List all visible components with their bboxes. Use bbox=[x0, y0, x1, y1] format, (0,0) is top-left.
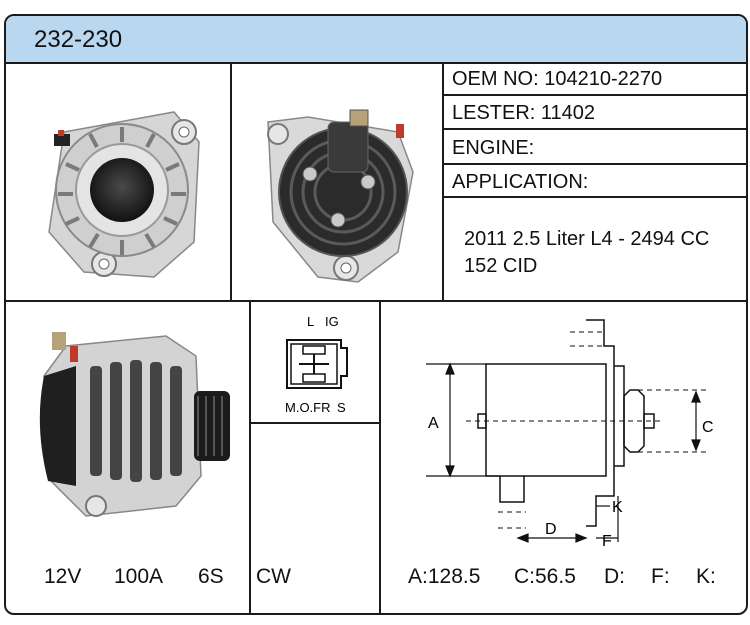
dimension-f-value: F: bbox=[651, 565, 670, 588]
spec-divider-4 bbox=[442, 196, 746, 198]
connector-diagram: L IG M.O.FR S bbox=[285, 314, 348, 415]
connector-label-s: S bbox=[337, 400, 346, 415]
groove-value: 6S bbox=[198, 565, 224, 588]
dim-letter-d: D bbox=[545, 521, 557, 538]
dim-letter-a: A bbox=[428, 415, 439, 432]
dimension-drawing: A C D F K bbox=[426, 319, 714, 546]
rotation-value: CW bbox=[256, 565, 291, 588]
lester-number: LESTER: 11402 bbox=[452, 102, 596, 124]
oem-number: OEM NO: 104210-2270 bbox=[452, 68, 663, 90]
col-divider-2 bbox=[442, 62, 444, 300]
row-divider bbox=[6, 300, 746, 302]
part-number-title: 232-230 bbox=[34, 26, 123, 53]
spec-divider-1 bbox=[442, 94, 746, 96]
dim-letter-k: K bbox=[612, 499, 623, 516]
connector-label-l: L bbox=[307, 314, 314, 329]
col-divider-4 bbox=[379, 300, 381, 613]
alternator-front-photo bbox=[48, 111, 200, 278]
dimension-k-value: K: bbox=[696, 565, 716, 588]
alternator-side-photo bbox=[39, 332, 230, 517]
dim-letter-f: F bbox=[602, 533, 612, 546]
header-bar: 232-230 bbox=[6, 16, 746, 64]
application-line-2: 152 CID bbox=[464, 255, 538, 277]
connector-outline bbox=[286, 339, 348, 389]
col-divider-3 bbox=[249, 300, 251, 613]
connector-label-ig: IG bbox=[325, 314, 339, 329]
amperage-value: 100A bbox=[114, 565, 164, 588]
dimension-a-value: A:128.5 bbox=[408, 565, 481, 588]
spec-divider-2 bbox=[442, 128, 746, 130]
connector-label-mofr: M.O.FR bbox=[285, 400, 331, 415]
connector-box-bottom bbox=[249, 422, 379, 424]
col-divider-1 bbox=[230, 62, 232, 300]
dimension-d-value: D: bbox=[604, 565, 625, 588]
engine-label: ENGINE: bbox=[452, 137, 535, 159]
application-label: APPLICATION: bbox=[452, 171, 589, 193]
spec-sheet: 232-230 OEM NO: 104210-2270 LESTER: 1140… bbox=[4, 14, 748, 615]
dim-letter-c: C bbox=[702, 419, 714, 436]
dimension-c-value: C:56.5 bbox=[514, 565, 576, 588]
application-line-1: 2011 2.5 Liter L4 - 2494 CC bbox=[464, 228, 710, 250]
voltage-value: 12V bbox=[44, 565, 82, 588]
alternator-rear-photo bbox=[267, 109, 414, 283]
spec-divider-3 bbox=[442, 163, 746, 165]
